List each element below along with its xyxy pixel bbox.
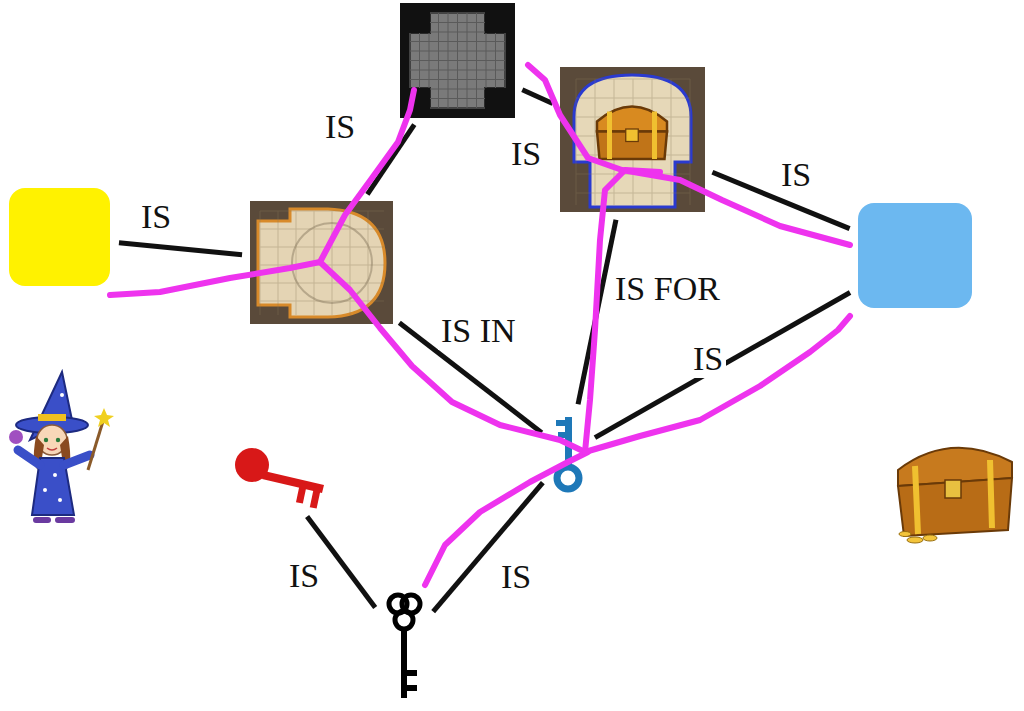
gray-room-tile-art [400,3,515,118]
relation-label: IS [286,557,322,595]
relation-line [595,292,850,437]
relation-line [433,483,543,612]
relation-label: IS [322,108,358,146]
red-key [228,445,328,510]
black-key [380,590,428,702]
treasure-chest-picture [898,448,1012,543]
wizard-figure [9,372,114,520]
gray-room-tile [400,3,515,118]
relation-label: IS [138,198,174,236]
treasure-room-tile [560,67,705,212]
relation-line [578,220,616,404]
black-key-art [380,590,428,702]
room-tile [250,201,393,324]
room-tile-art [250,201,393,324]
relation-label: IS [690,340,726,378]
relation-label: IS [508,135,544,173]
blue-key-art [548,412,588,494]
blue-square [857,202,973,309]
red-key-art [228,445,328,510]
relation-line [367,125,414,195]
yellow-square-art [8,187,111,287]
relation-label: IS [498,558,534,596]
relation-label: IS FOR [612,270,723,308]
relation-label: IS [778,156,814,194]
treasure-room-tile-art [560,67,705,212]
blue-square-art [857,202,973,309]
relation-label: IS IN [438,312,519,350]
relation-line [119,243,242,255]
relation-line [522,90,552,104]
yellow-square [8,187,111,287]
blue-key [548,412,588,494]
